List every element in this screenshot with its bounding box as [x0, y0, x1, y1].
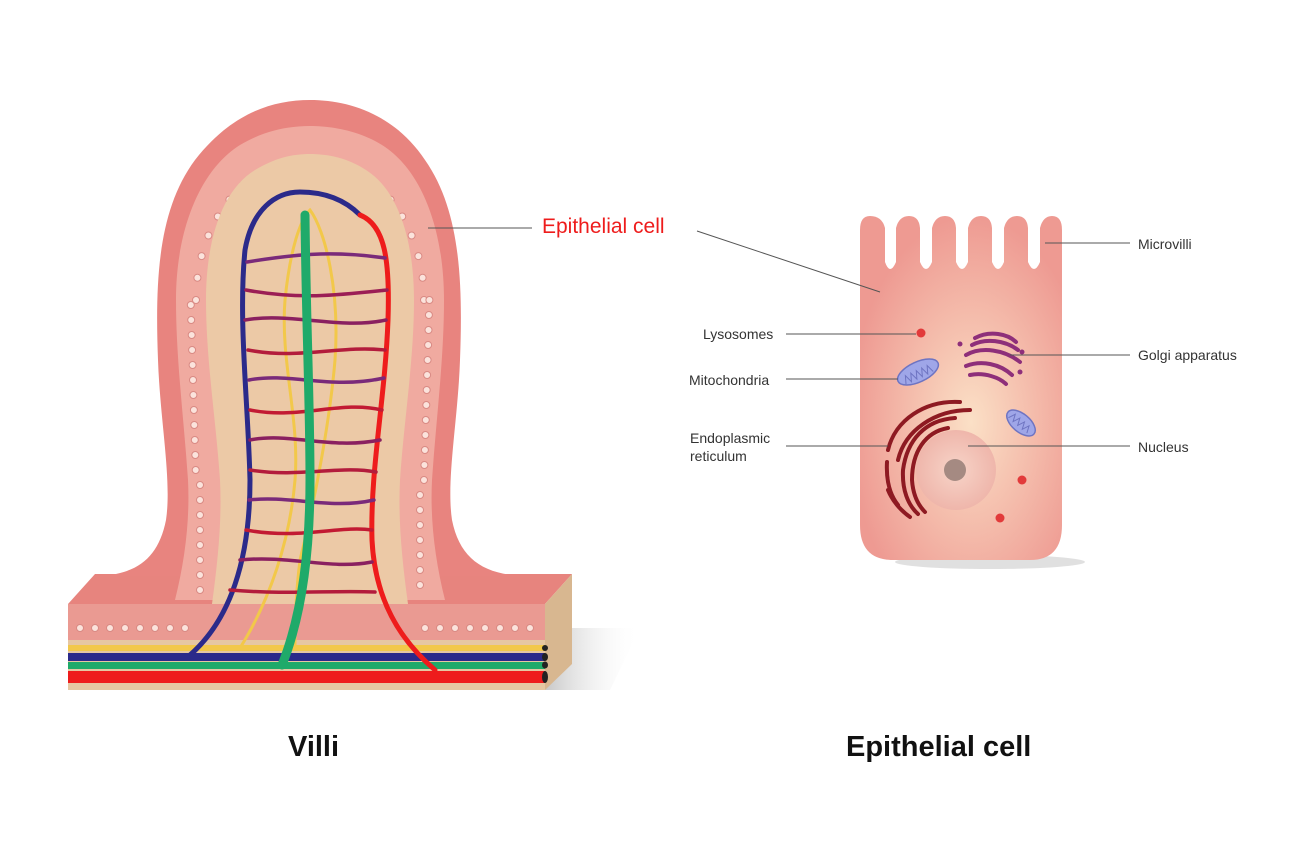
cell-nucleus-dot — [421, 624, 429, 632]
nucleus-label: Nucleus — [1138, 439, 1189, 455]
cell-nucleus-dot — [422, 401, 431, 409]
cell-nucleus-dot — [196, 496, 204, 504]
microvilli-label: Microvilli — [1138, 236, 1192, 252]
cell-leader-lines — [696, 230, 1130, 447]
cell-nucleus-dot — [121, 624, 129, 632]
golgi-label: Golgi apparatus — [1138, 347, 1237, 363]
capillary-cross-links — [228, 252, 389, 595]
cell-nucleus-dot — [424, 341, 433, 349]
cell-nucleus-dot — [196, 571, 204, 579]
lysosomes — [916, 328, 1027, 523]
capillary-network — [187, 189, 438, 673]
cell-nucleus-dot — [190, 421, 199, 429]
cell-nucleus-dot — [187, 331, 196, 339]
cell-nucleus-dot — [196, 526, 204, 534]
cell-nucleus-dot — [481, 624, 489, 632]
cell-nucleus-dot — [407, 231, 416, 240]
epithelial-callout-line — [696, 230, 881, 293]
cell-nucleus-dot — [451, 624, 459, 632]
lysosome — [916, 328, 926, 338]
nucleolus — [944, 459, 966, 481]
cell-nucleus-dot — [416, 566, 424, 574]
lacteal-capillary — [277, 210, 315, 670]
cell-nucleus-dot — [193, 273, 202, 282]
cell-nucleus-dot — [526, 624, 534, 632]
cell-nucleus-dot — [420, 461, 429, 469]
base-side-face — [545, 574, 572, 690]
golgi-apparatus — [957, 331, 1025, 386]
lysosome — [995, 513, 1005, 523]
cell-nucleus-dot — [192, 296, 200, 304]
vein-capillary — [187, 189, 363, 658]
cell-nucleus-dot — [196, 586, 204, 594]
villus-epithelial-cell-label: Epithelial cell — [542, 215, 665, 238]
cell-nucleus-dot — [166, 624, 174, 632]
cell-nucleus-dot — [511, 624, 519, 632]
cell-nucleus-dot — [496, 624, 504, 632]
cell-nucleus-dot — [420, 476, 428, 484]
cell-nucleus-dot — [416, 551, 424, 559]
cell-nucleus-dot — [196, 556, 204, 564]
cell-nucleus-dot — [416, 506, 424, 514]
cell-nucleus-dot — [204, 231, 213, 240]
cell-nucleus-dot — [425, 296, 434, 304]
cell-nucleus-dot — [189, 406, 198, 414]
cell-nucleus-dot — [181, 624, 189, 632]
cell-nucleus-dot — [151, 624, 159, 632]
cell-nucleus-dot — [91, 624, 99, 632]
cell-nucleus-dot — [421, 416, 430, 424]
cell-nucleus-dot — [424, 311, 433, 319]
cell-nucleus-dot — [422, 386, 431, 394]
villi-caption: Villi — [288, 731, 340, 763]
cell-nucleus-dot — [189, 376, 197, 384]
cell-nucleus-dot — [197, 252, 206, 261]
cell-nucleus-dot — [416, 536, 424, 544]
cell-nucleus-dot — [414, 252, 423, 261]
cell-nucleus-dot — [196, 511, 204, 519]
cell-nucleus-dot — [416, 581, 424, 589]
cell-nucleus-dot — [423, 371, 432, 379]
er-label-line2: reticulum — [690, 448, 747, 464]
lysosome — [1017, 475, 1027, 485]
base-epithelium-cells — [76, 624, 534, 632]
cell-nucleus-dot — [189, 391, 198, 399]
mitochondria-label: Mitochondria — [689, 372, 770, 388]
cell-nucleus-dot — [191, 451, 200, 459]
lymph-vessel-bar — [68, 645, 545, 651]
endoplasmic-reticulum — [884, 399, 972, 519]
cell-nucleus-dot — [423, 356, 432, 364]
cell-nucleus-dot — [188, 361, 197, 369]
cell-nucleus-dot — [196, 481, 204, 489]
cell-nucleus-dot — [188, 346, 197, 354]
cell-nucleus-dot — [196, 541, 204, 549]
cell-nucleus-dot — [191, 466, 200, 474]
cell-nucleus-dot — [106, 624, 114, 632]
lacteal-vessel-bar — [68, 662, 545, 669]
er-label-line1: Endoplasmic — [690, 430, 771, 446]
lysosomes-label: Lysosomes — [703, 326, 774, 342]
base-epithelium-strip — [68, 604, 545, 640]
cell-nucleus-dot — [136, 624, 144, 632]
cell-nucleus-dot — [466, 624, 474, 632]
vein-vessel-bar — [68, 653, 545, 661]
cell-nucleus-dot — [416, 491, 424, 499]
cell-nucleus-dot — [190, 436, 199, 444]
cell-nucleus-dot — [186, 301, 195, 309]
epithelial-cell-illustration — [696, 216, 1130, 569]
epithelial-cell-caption: Epithelial cell — [846, 731, 1032, 763]
cell-nucleus-dot — [416, 521, 424, 529]
villus-illustration — [68, 100, 640, 690]
cell-nucleus-dot — [424, 326, 433, 334]
artery-vessel-bar — [68, 671, 545, 683]
cell-nucleus-dot — [436, 624, 444, 632]
mitochondria — [896, 358, 1036, 437]
vessel-ends — [542, 645, 548, 683]
cell-nucleus-dot — [418, 273, 427, 282]
cell-nucleus-dot — [421, 431, 430, 439]
cell-nucleus-dot — [76, 624, 84, 632]
cell-nucleus-dot — [187, 316, 196, 324]
cell-nucleus-dot — [420, 446, 429, 454]
